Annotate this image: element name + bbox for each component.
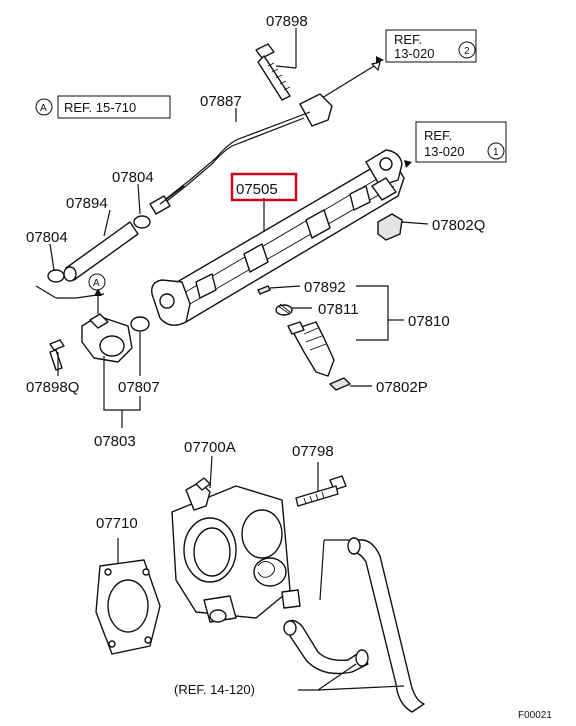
arrow-to-ref-13-020-1 — [404, 160, 412, 168]
highlight-box-07505 — [230, 172, 298, 202]
labels: 07898 07887 07804 07894 07804 07505 0780… — [26, 13, 552, 721]
label-07802Q[interactable]: 07802Q — [432, 217, 485, 234]
injector-07810-drawing — [287, 321, 335, 377]
ref-15-710-marker-text: A — [40, 103, 47, 114]
throttle-body-drawing — [171, 477, 301, 623]
ref-14-120-text: (REF. 14-120) — [174, 682, 255, 697]
ref-marker-circle-A — [35, 98, 53, 116]
leader-lines — [35, 28, 429, 691]
arrow-to-ref-13-020-2 — [376, 56, 384, 64]
ref-13-020-2-line1: REF. — [394, 32, 422, 47]
insulator-07802Q-drawing — [377, 213, 403, 241]
label-07803[interactable]: 07803 — [94, 433, 136, 450]
label-07807[interactable]: 07807 — [118, 379, 160, 396]
marker-circle-A — [88, 273, 106, 291]
o-ring-07807-drawing — [130, 316, 150, 332]
label-07898[interactable]: 07898 — [266, 13, 308, 30]
ref-circle-2 — [458, 41, 476, 59]
figure-code: F00021 — [518, 710, 552, 721]
label-07802P[interactable]: 07802P — [376, 379, 428, 396]
marker-A-text: A — [93, 278, 100, 289]
ref-box-15-710[interactable] — [57, 95, 171, 119]
label-07887[interactable]: 07887 — [200, 93, 242, 110]
ref-13-020-1-line2: 13-020 — [424, 144, 464, 159]
arrow-marker-A — [94, 288, 102, 296]
fuel-rail-drawing — [151, 149, 405, 326]
bolt-07898-drawing — [255, 43, 291, 101]
label-07894[interactable]: 07894 — [66, 195, 108, 212]
label-07804-upper[interactable]: 07804 — [112, 169, 154, 186]
label-07505[interactable]: 07505 — [236, 181, 278, 198]
o-ring-07811-drawing — [275, 303, 293, 316]
label-07892[interactable]: 07892 — [304, 279, 346, 296]
clamp-07804-lower-drawing — [47, 269, 65, 283]
label-07710[interactable]: 07710 — [96, 515, 138, 532]
label-07798[interactable]: 07798 — [292, 443, 334, 460]
gasket-07710-drawing — [95, 559, 161, 655]
label-07804-lower[interactable]: 07804 — [26, 229, 68, 246]
label-07810[interactable]: 07810 — [408, 313, 450, 330]
ref-circle-1 — [487, 142, 505, 160]
ref-13-020-1-circle-text: 1 — [493, 147, 499, 158]
hose-07894-drawing — [63, 221, 139, 282]
label-07898Q[interactable]: 07898Q — [26, 379, 79, 396]
housing-07803-drawing — [81, 313, 133, 363]
ref-13-020-2-line2: 13-020 — [394, 46, 434, 61]
insulator-07802P-drawing — [329, 377, 351, 391]
ref-13-020-2-circle-text: 2 — [464, 46, 470, 57]
ref-13-020-1-line1: REF. — [424, 128, 452, 143]
bolt-07798-drawing — [295, 475, 347, 507]
label-07811[interactable]: 07811 — [318, 301, 359, 318]
label-07700A[interactable]: 07700A — [184, 439, 236, 456]
bolt-07898Q-drawing — [49, 339, 65, 371]
clamp-07804-upper-drawing — [133, 215, 151, 229]
ref-15-710-text: REF. 15-710 — [64, 100, 136, 115]
coolant-hoses-drawing — [283, 537, 425, 713]
o-ring-07892-drawing — [257, 285, 271, 295]
